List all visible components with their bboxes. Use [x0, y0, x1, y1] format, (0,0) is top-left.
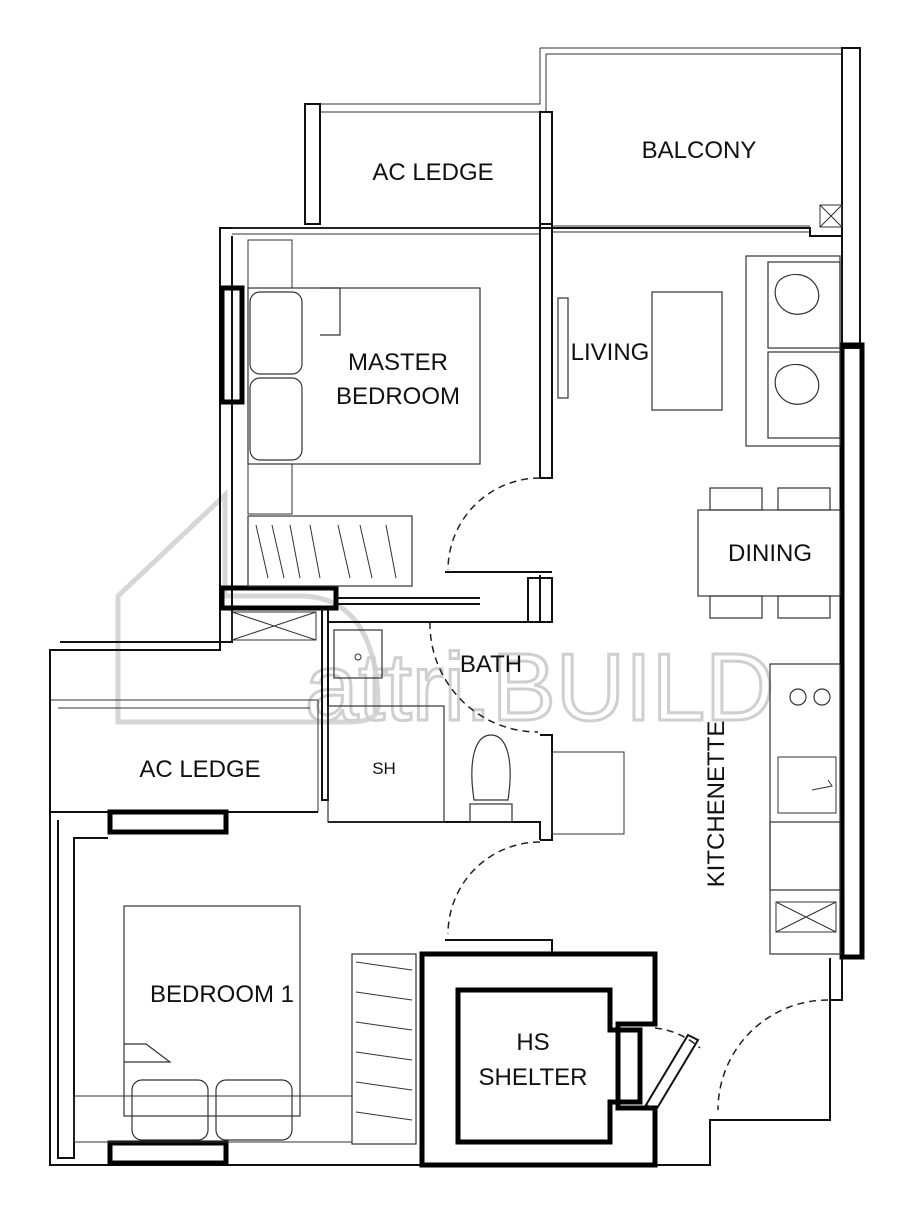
kitchenette-label: KITCHENETTE: [703, 721, 730, 888]
ac-ledge-top-label: AC LEDGE: [372, 159, 493, 186]
master-bedroom-label-line1: MASTER: [348, 349, 448, 376]
bedroom1-label: BEDROOM 1: [150, 981, 294, 1008]
kitchenette-fittings: [551, 663, 841, 955]
shower-label: SH: [372, 759, 396, 778]
ac-ledge-left-label: AC LEDGE: [139, 756, 260, 783]
bedroom1-furniture: [73, 905, 417, 1145]
door-swings: [429, 477, 829, 1112]
room-labels: AC LEDGE BALCONY LIVING MASTER BEDROOM D…: [139, 137, 812, 1091]
bath-fittings: [231, 611, 513, 823]
shelter-label-line1: HS: [516, 1029, 549, 1056]
dining-label: DINING: [728, 540, 812, 567]
living-furniture: [557, 255, 841, 619]
watermark: attri.BUILD: [115, 489, 776, 743]
living-label: LIVING: [571, 339, 650, 366]
balcony-label: BALCONY: [642, 137, 757, 164]
master-bedroom-label-line2: BEDROOM: [336, 383, 460, 410]
bath-label: BATH: [460, 651, 522, 678]
master-bedroom-furniture: [247, 239, 481, 587]
shelter-label-line2: SHELTER: [479, 1064, 588, 1091]
